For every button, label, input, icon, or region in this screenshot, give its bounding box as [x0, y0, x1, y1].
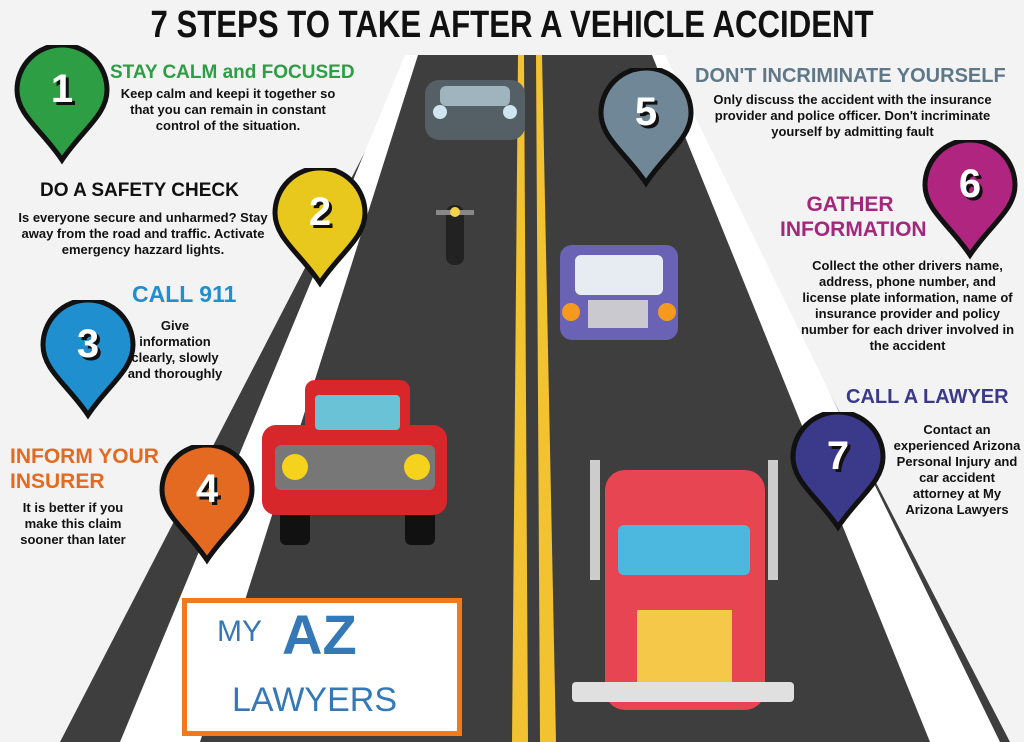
step-2-number: 2: [308, 190, 332, 234]
truck-red: [572, 460, 794, 710]
step-6-marker: 6: [920, 137, 1020, 260]
step-6-heading: GATHER INFORMATION: [780, 193, 927, 241]
step-4-heading: INFORM YOUR INSURER: [10, 445, 159, 493]
step-3-marker: 3: [38, 297, 138, 420]
step-1-number: 1: [50, 67, 74, 111]
logo-lawyers: LAWYERS: [232, 681, 398, 719]
step-3-number: 3: [76, 322, 100, 366]
step-7-number: 7: [826, 434, 850, 478]
step-4-text: It is better if you make this claim soon…: [20, 500, 126, 547]
step-1-text: Keep calm and keepi it together so that …: [120, 86, 336, 133]
step-5-number: 5: [634, 90, 658, 134]
center-line-right: [536, 55, 556, 742]
logo-az: AZ: [282, 603, 357, 666]
step-7-marker: 7: [788, 409, 888, 532]
step-6-number: 6: [958, 162, 982, 206]
step-7-heading: CALL A LAWYER: [846, 386, 1009, 408]
step-1-heading: STAY CALM and FOCUSED: [110, 62, 355, 83]
my-az-lawyers-logo: MY AZ LAWYERS: [182, 598, 462, 736]
motorcycle: [436, 205, 474, 265]
step-4-number: 4: [195, 467, 219, 511]
road-edge-right: [652, 55, 1000, 742]
step-7-text: Contact an experienced Arizona Personal …: [893, 422, 1021, 517]
step-3-heading: CALL 911: [132, 281, 237, 307]
logo-my: MY: [217, 615, 262, 648]
step-2-text: Is everyone secure and unharmed? Stay aw…: [18, 210, 268, 257]
step-2-heading: DO A SAFETY CHECK: [40, 180, 239, 201]
step-6-text: Collect the other drivers name, address,…: [800, 258, 1015, 353]
step-2-marker: 2: [270, 165, 370, 288]
step-5-text: Only discuss the accident with the insur…: [713, 92, 992, 139]
car-red: [262, 380, 447, 545]
step-1-marker: 1: [12, 42, 112, 165]
step-5-marker: 5: [596, 65, 696, 188]
step-4-marker: 4: [157, 442, 257, 565]
step-3-text: Give information clearly, slowly and tho…: [127, 318, 223, 381]
car-gray: [425, 80, 525, 140]
page-title: 7 STEPS TO TAKE AFTER A VEHICLE ACCIDENT: [150, 4, 874, 46]
step-5-heading: DON'T INCRIMINATE YOURSELF: [695, 65, 1006, 87]
center-line-left: [512, 55, 528, 742]
jeep-purple: [560, 245, 678, 340]
